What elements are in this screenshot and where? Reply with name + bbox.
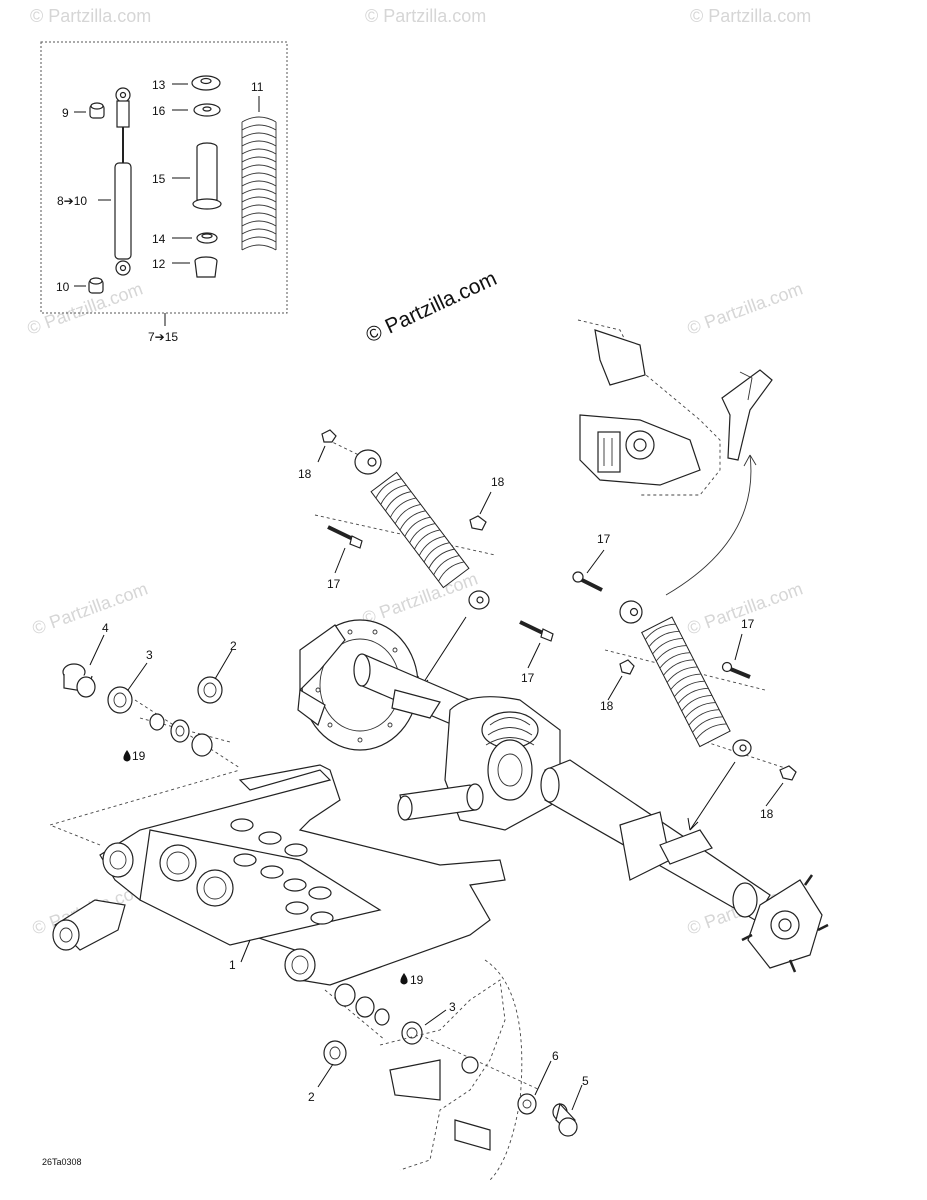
watermark-faint: © Partzilla.com <box>360 568 481 628</box>
bearing-icon <box>323 1040 347 1066</box>
callout-2: 2 <box>308 1090 315 1104</box>
callout-17: 17 <box>741 617 755 631</box>
frame-detail-view <box>577 319 773 596</box>
watermark-faint: © Partzilla.com <box>690 6 811 26</box>
watermark-faint: © Partzilla.com <box>30 6 151 26</box>
callout-17: 17 <box>521 671 535 685</box>
callout-8-10: 8➔10 <box>57 194 87 208</box>
bolt-icon <box>721 661 751 679</box>
partzilla-watermark: © Partzilla.com <box>362 267 500 348</box>
callout-4: 4 <box>102 621 109 635</box>
bump-sleeve-icon <box>192 142 222 210</box>
callout-1: 1 <box>229 958 236 972</box>
callout-19: 19 <box>410 973 424 987</box>
pivot-cap-icon <box>552 1102 578 1137</box>
callout-12: 12 <box>152 257 166 271</box>
left-shock-absorber <box>314 429 554 689</box>
shock-damper-icon <box>114 87 132 276</box>
seal-icon <box>107 686 133 714</box>
watermark-faint: © Partzilla.com <box>25 278 146 338</box>
callout-labels: 18 18 17 17 17 17 18 18 4 3 2 19 1 19 3 … <box>102 467 774 1104</box>
callout-6: 6 <box>552 1049 559 1063</box>
callout-17: 17 <box>597 532 611 546</box>
watermark-faint: © Partzilla.com <box>685 278 806 338</box>
right-pivot-hardware <box>323 959 578 1181</box>
callout-9: 9 <box>62 106 69 120</box>
coil-spring-icon <box>241 116 277 252</box>
needle-bearing-icon <box>355 996 390 1026</box>
watermark-faint: © Partzilla.com <box>30 578 151 638</box>
callout-18: 18 <box>600 699 614 713</box>
right-shock-absorber <box>572 571 797 831</box>
callout-3: 3 <box>449 1000 456 1014</box>
callout-15: 15 <box>152 172 166 186</box>
seal-icon <box>401 1021 423 1045</box>
nut-icon <box>469 515 487 531</box>
spring-cup-icon <box>194 256 218 278</box>
ring-icon <box>196 232 218 244</box>
shock-kit-inset: 7➔15 <box>40 41 288 344</box>
oil-drop-icon <box>123 750 131 762</box>
left-pivot-hardware <box>62 663 241 769</box>
callout-10: 10 <box>56 280 70 294</box>
callout-19: 19 <box>132 749 146 763</box>
universal-joint-icon <box>52 899 126 951</box>
callout-14: 14 <box>152 232 166 246</box>
needle-bearing-icon <box>149 713 213 757</box>
callout-16: 16 <box>152 104 166 118</box>
inset-frame <box>40 41 288 314</box>
bolt-icon <box>327 525 363 549</box>
figure-code: 26Ta0308 <box>42 1157 82 1167</box>
callout-13: 13 <box>152 78 166 92</box>
callout-leaders <box>89 445 784 1111</box>
washer-icon <box>517 1093 537 1115</box>
oil-drop-icon <box>400 973 408 985</box>
callout-kit-7-15: 7➔15 <box>148 330 178 344</box>
callout-18: 18 <box>491 475 505 489</box>
spring-clip-icon <box>191 75 221 91</box>
washer-icon <box>193 103 221 117</box>
callout-5: 5 <box>582 1074 589 1088</box>
bushing-icon <box>89 102 105 119</box>
bushing-icon <box>88 277 104 294</box>
nut-icon <box>321 429 337 443</box>
wheel-hub-icon <box>741 874 829 973</box>
watermark-faint: © Partzilla.com <box>365 6 486 26</box>
differential-icon <box>444 696 561 831</box>
bearing-icon <box>197 676 223 704</box>
callout-17: 17 <box>327 577 341 591</box>
swing-arm <box>48 764 506 986</box>
callout-2: 2 <box>230 639 237 653</box>
seal-icon <box>334 983 356 1007</box>
callout-11: 11 <box>251 80 264 94</box>
bolt-icon <box>519 620 554 642</box>
nut-icon <box>779 765 797 781</box>
nut-icon <box>619 659 635 675</box>
callout-18: 18 <box>760 807 774 821</box>
rear-axle-assembly <box>297 619 829 973</box>
pivot-bolt-icon <box>62 663 96 698</box>
callout-18: 18 <box>298 467 312 481</box>
bolt-icon <box>572 571 603 592</box>
callout-3: 3 <box>146 648 153 662</box>
